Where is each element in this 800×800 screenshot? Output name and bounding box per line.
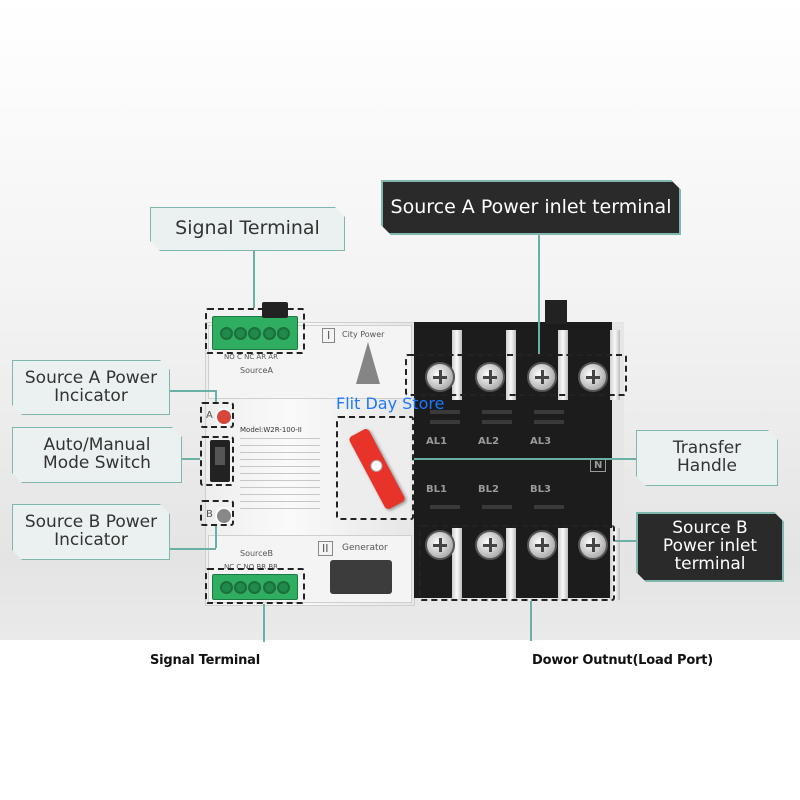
phase-label-al1: AL1 [426,436,448,447]
bottom-label-signal-terminal: Signal Terminal [150,653,260,668]
source-b-led-highlight [200,500,234,526]
floor [0,640,800,800]
mode-switch-highlight [200,436,234,486]
terminal-screw[interactable] [425,362,455,392]
phase-label-bl1: BL1 [426,484,447,495]
source-b-label: SourceB [240,549,273,558]
phase-label-al2: AL2 [478,436,500,447]
connector-line [215,390,217,402]
separator-fin [452,528,462,600]
callout-source-a-inlet-text: Source A Power inlet terminal [390,195,672,218]
terminal-pin-labels-a: NO C NC AR AR [224,353,278,361]
vent-slot [430,505,460,509]
separator-fin [558,330,568,400]
bottom-label-load-port: Dowor Outnut(Load Port) [532,653,714,668]
roman-numeral-two: II [318,541,333,556]
source-a-led-highlight [200,402,234,428]
phase-label-bl3: BL3 [530,484,551,495]
vent-slot [482,410,512,414]
callout-transfer-handle: Transfer Handle [636,430,778,486]
callout-signal-terminal: Signal Terminal [150,207,345,251]
generator-label: Generator [342,543,388,553]
terminal-hanger [262,302,288,318]
tower-logo [356,342,380,384]
model-label: Model:W2R-100-II [240,426,302,434]
connector-line [180,458,200,460]
terminal-screw[interactable] [475,362,505,392]
connector-line [168,548,216,550]
neutral-label: N [590,459,607,472]
separator-fin [452,330,462,400]
separator-fin [506,330,516,400]
terminal-screw[interactable] [527,362,557,392]
callout-signal-terminal-text: Signal Terminal [175,217,320,240]
signal-terminal-top-highlight [205,308,305,354]
vent-slot [534,420,564,424]
separator-fin [610,528,620,600]
vent-slot [534,505,564,509]
led-a-label: A [206,410,213,421]
phase-label-al3: AL3 [530,436,552,447]
generator-icon [330,560,392,594]
terminal-screw[interactable] [578,362,608,392]
callout-source-b-indicator-text: Source B Power Incicator [24,512,158,550]
signal-terminal-block-a[interactable] [212,316,298,350]
signal-terminal-bottom-highlight [205,568,305,604]
top-hanger [545,300,567,324]
callout-transfer-handle-text: Transfer Handle [672,438,742,476]
spec-text-block [240,438,320,513]
callout-source-b-inlet-text: Source B Power inlet terminal [662,518,758,574]
callout-mode-switch-text: Auto/Manual Mode Switch [43,435,151,473]
callout-mode-switch: Auto/Manual Mode Switch [12,427,182,483]
source-a-inlet-highlight [405,354,627,396]
signal-terminal-block-b[interactable] [212,574,298,600]
callout-source-b-indicator: Source B Power Incicator [12,504,170,560]
vent-slot [534,410,564,414]
connector-line [215,526,217,548]
source-a-label: SourceA [240,366,273,375]
connector-line [253,250,255,308]
connector-line [538,234,540,354]
separator-fin [506,528,516,600]
connector-line [530,601,532,641]
connector-line [615,540,637,542]
connector-line [414,458,636,460]
connector-line [168,390,216,392]
separator-fin [558,528,568,600]
auto-manual-mode-switch[interactable] [210,440,230,482]
store-watermark: Flit Day Store [336,394,445,413]
terminal-screw[interactable] [527,530,557,560]
terminal-pin-labels-b: NC C NO BR BR [224,563,278,571]
callout-source-a-inlet: Source A Power inlet terminal [381,180,681,235]
terminal-screw[interactable] [578,530,608,560]
source-b-inlet-highlight [419,525,615,601]
handle-highlight [336,416,414,520]
roman-numeral-one: I [322,328,336,343]
vent-slot [482,505,512,509]
phase-label-bl2: BL2 [478,484,499,495]
connector-line [263,604,265,642]
led-b-label: B [206,509,213,520]
separator-fin [610,330,620,400]
vent-slot [482,420,512,424]
terminal-screw[interactable] [425,530,455,560]
callout-source-a-indicator-text: Source A Power Incicator [24,367,158,406]
brand-label: City Power [342,330,385,339]
vent-slot [430,420,460,424]
callout-source-a-indicator: Source A Power Incicator [12,360,170,415]
callout-source-b-inlet: Source B Power inlet terminal [636,512,784,582]
vent-slot [430,410,460,414]
terminal-screw[interactable] [475,530,505,560]
